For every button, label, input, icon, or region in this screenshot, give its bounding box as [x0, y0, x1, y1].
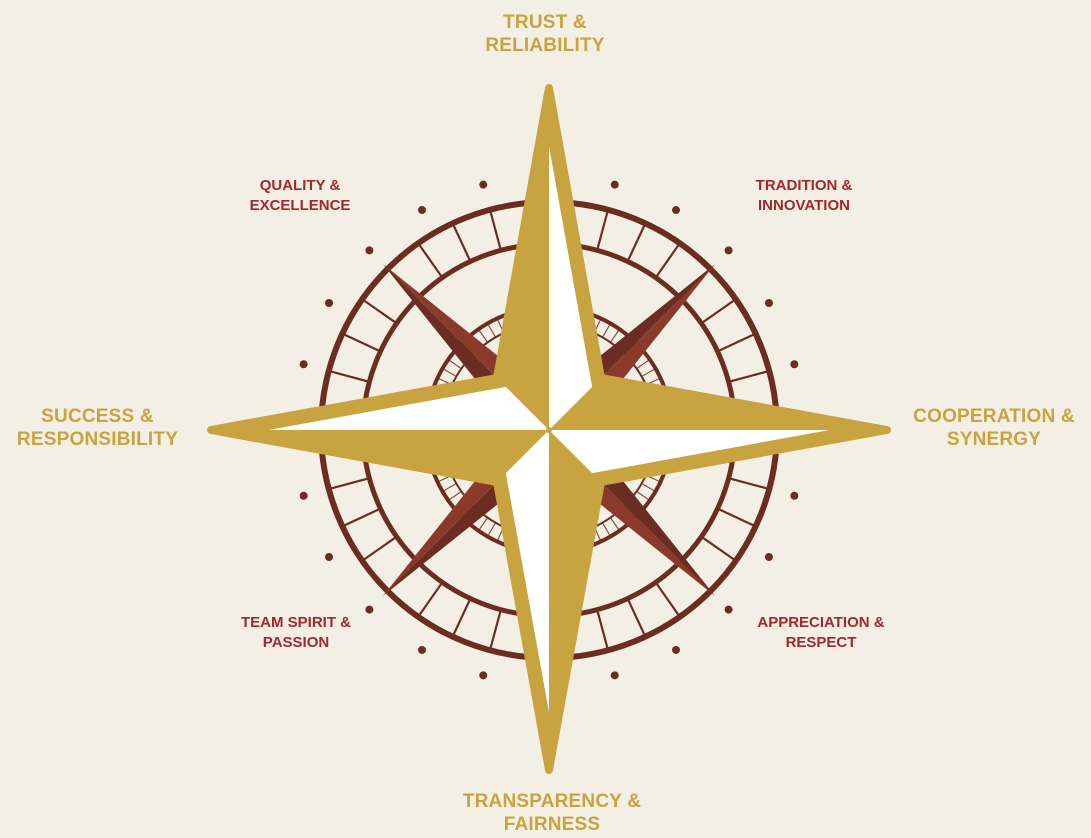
compass-dot: [790, 360, 798, 368]
compass-inner-tick: [637, 359, 650, 368]
compass-dot: [418, 646, 426, 654]
compass-inner-tick: [610, 518, 619, 531]
compass-dot: [725, 246, 733, 254]
compass-inner-tick: [642, 369, 656, 377]
label-northwest-line2: EXCELLENCE: [220, 196, 380, 216]
label-west-success-responsibility: SUCCESS & RESPONSIBILITY: [0, 405, 195, 451]
compass-dot: [672, 206, 680, 214]
compass-dot: [479, 181, 487, 189]
compass-outer-tick: [329, 478, 370, 489]
label-west-line1: SUCCESS &: [0, 405, 195, 428]
compass-inner-tick: [603, 323, 611, 337]
compass-dot: [300, 360, 308, 368]
compass-inner-tick: [478, 518, 487, 531]
compass-dot: [300, 492, 308, 500]
compass-outer-tick: [628, 223, 646, 261]
compass-outer-tick: [656, 243, 680, 277]
compass-outer-tick: [718, 509, 756, 527]
compass-dot: [765, 553, 773, 561]
compass-outer-tick: [656, 582, 680, 616]
label-northwest-quality-excellence: QUALITY & EXCELLENCE: [220, 176, 380, 215]
compass-inner-tick: [610, 329, 619, 342]
label-northeast-line1: TRADITION &: [724, 176, 884, 196]
label-east-line1: COOPERATION &: [894, 405, 1091, 428]
label-south-line1: TRANSPARENCY &: [432, 790, 672, 813]
label-north-trust-reliability: TRUST & RELIABILITY: [445, 11, 645, 57]
compass-star-center: [546, 427, 552, 433]
compass-outer-tick: [490, 210, 501, 251]
compass-outer-tick: [729, 371, 770, 382]
compass-dot: [418, 206, 426, 214]
compass-outer-tick: [418, 243, 442, 277]
compass-outer-tick: [329, 371, 370, 382]
compass-outer-tick: [628, 599, 646, 637]
compass-outer-tick: [701, 299, 735, 323]
label-southwest-line1: TEAM SPIRIT &: [214, 613, 378, 633]
compass-outer-tick: [342, 334, 380, 352]
compass-inner-tick: [642, 484, 656, 492]
compass-outer-tick: [490, 610, 501, 651]
compass-dot: [725, 606, 733, 614]
compass-dot: [479, 671, 487, 679]
compass-outer-tick: [729, 478, 770, 489]
label-northwest-line1: QUALITY &: [220, 176, 380, 196]
compass-outer-tick: [597, 610, 608, 651]
label-northeast-line2: INNOVATION: [724, 196, 884, 216]
compass-dot: [365, 246, 373, 254]
compass-outer-tick: [342, 509, 380, 527]
label-southwest-teamspirit-passion: TEAM SPIRIT & PASSION: [214, 613, 378, 652]
compass-inner-tick: [448, 491, 461, 500]
compass-outer-tick: [701, 537, 735, 561]
compass-dot: [325, 299, 333, 307]
compass-outer-tick: [718, 334, 756, 352]
label-northeast-tradition-innovation: TRADITION & INNOVATION: [724, 176, 884, 215]
compass-dot: [611, 671, 619, 679]
compass-outer-tick: [362, 537, 396, 561]
compass-inner-tick: [488, 523, 496, 537]
compass-inner-tick: [442, 484, 456, 492]
compass-dot: [672, 646, 680, 654]
compass-inner-tick: [603, 523, 611, 537]
compass-inner-tick: [448, 359, 461, 368]
label-north-line2: RELIABILITY: [445, 34, 645, 57]
label-south-transparency-fairness: TRANSPARENCY & FAIRNESS: [432, 790, 672, 836]
compass-outer-tick: [453, 223, 471, 261]
label-southeast-line2: RESPECT: [735, 633, 907, 653]
label-north-line1: TRUST &: [445, 11, 645, 34]
compass-inner-tick: [488, 323, 496, 337]
compass-inner-tick: [637, 491, 650, 500]
compass-dot: [790, 492, 798, 500]
compass-outer-tick: [453, 599, 471, 637]
compass-inner-tick: [478, 329, 487, 342]
label-southwest-line2: PASSION: [214, 633, 378, 653]
compass-outer-tick: [597, 210, 608, 251]
label-south-line2: FAIRNESS: [432, 813, 672, 836]
label-east-line2: SYNERGY: [894, 428, 1091, 451]
compass-inner-tick: [442, 369, 456, 377]
compass-outer-tick: [362, 299, 396, 323]
label-southeast-appreciation-respect: APPRECIATION & RESPECT: [735, 613, 907, 652]
label-east-cooperation-synergy: COOPERATION & SYNERGY: [894, 405, 1091, 451]
label-west-line2: RESPONSIBILITY: [0, 428, 195, 451]
compass-dot: [325, 553, 333, 561]
compass-dot: [611, 181, 619, 189]
compass-outer-tick: [418, 582, 442, 616]
compass-dot: [765, 299, 773, 307]
label-southeast-line1: APPRECIATION &: [735, 613, 907, 633]
